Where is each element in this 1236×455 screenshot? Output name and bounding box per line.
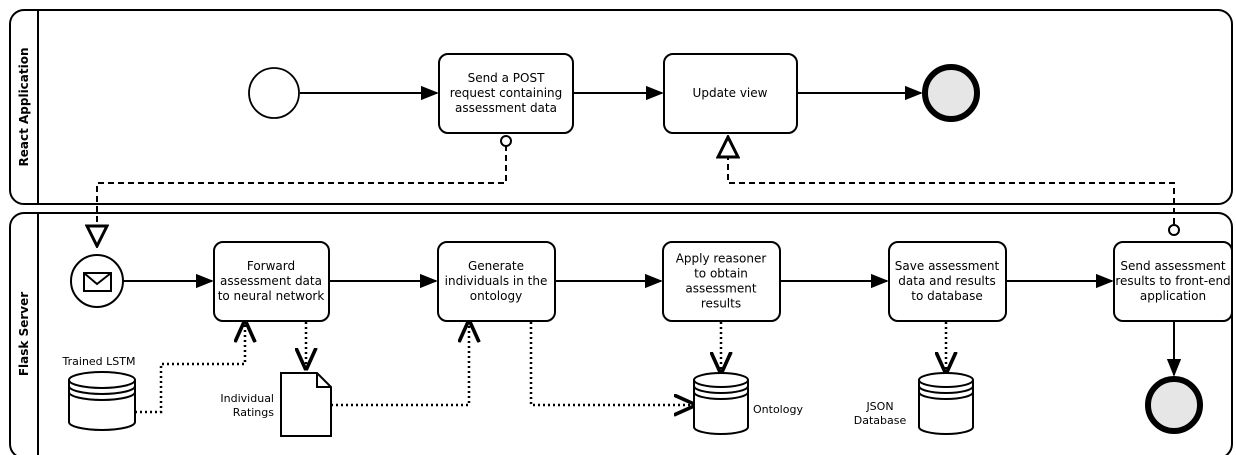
label-line: to database bbox=[911, 289, 983, 303]
assoc-ratings-to-generate bbox=[331, 322, 469, 407]
label-line: results to front-end bbox=[1115, 274, 1230, 288]
label-line: Save assessment bbox=[895, 259, 1000, 273]
sequence-flows bbox=[123, 85, 1182, 377]
data-store-ontology: Ontology bbox=[693, 372, 803, 435]
label-line: assessment data bbox=[220, 274, 322, 288]
message-flows bbox=[97, 137, 1175, 246]
label-line: application bbox=[1140, 289, 1206, 303]
label-line: request containing bbox=[450, 86, 563, 100]
end-event-flask bbox=[1145, 376, 1203, 434]
label-line: assessment data bbox=[455, 101, 557, 115]
label-line: data and results bbox=[898, 274, 995, 288]
label-line: JSON bbox=[865, 400, 893, 413]
message-flow-origin-markers bbox=[500, 135, 1180, 236]
label-line: to obtain bbox=[694, 267, 748, 281]
end-event-react bbox=[922, 64, 980, 122]
message-flow-post-request bbox=[97, 145, 507, 246]
label-line: ontology bbox=[470, 289, 522, 303]
label-line: to neural network bbox=[218, 289, 325, 303]
label-line: Trained LSTM bbox=[62, 355, 136, 368]
lane-title-react: React Application bbox=[17, 47, 31, 166]
message-origin-send-results bbox=[1168, 224, 1180, 236]
label-line: Ratings bbox=[233, 406, 274, 419]
database-icon bbox=[693, 372, 749, 435]
label-line: Database bbox=[854, 414, 907, 427]
message-origin-send-post bbox=[500, 135, 512, 147]
label-line: individuals in the bbox=[445, 274, 548, 288]
lane-title-flask: Flask Server bbox=[17, 292, 31, 376]
data-associations bbox=[135, 322, 946, 412]
artifact-label: Ontology bbox=[753, 403, 803, 416]
task-update-view: Update view bbox=[663, 53, 798, 134]
envelope-icon bbox=[83, 272, 112, 292]
label-line: results bbox=[701, 297, 741, 311]
artifact-label: Trained LSTM bbox=[62, 355, 136, 368]
assoc-generate-to-ontology bbox=[529, 322, 694, 405]
label-line: Apply reasoner bbox=[676, 252, 767, 266]
database-icon bbox=[68, 371, 136, 431]
lane-react-application: React Application bbox=[9, 9, 1233, 205]
lane-flask-server: Flask Server bbox=[9, 212, 1233, 455]
message-flow-results-response bbox=[728, 137, 1175, 224]
database-icon bbox=[918, 372, 974, 435]
label-line: Individual bbox=[220, 392, 274, 405]
label-line: Ontology bbox=[753, 403, 803, 416]
message-start-event bbox=[70, 254, 124, 308]
label-line: Update view bbox=[693, 86, 768, 100]
start-event bbox=[248, 67, 300, 119]
data-store-trained-lstm: Trained LSTM bbox=[62, 355, 136, 431]
label-line: assessment bbox=[685, 282, 756, 296]
label-line: Forward bbox=[247, 259, 295, 273]
task-label: Update view bbox=[693, 86, 768, 100]
label-line: Generate bbox=[468, 259, 524, 273]
label-line: Send a POST bbox=[468, 71, 546, 85]
assoc-lstm-to-forward bbox=[135, 322, 245, 414]
label-line: Send assessment bbox=[1120, 259, 1225, 273]
document-icon bbox=[280, 372, 332, 437]
